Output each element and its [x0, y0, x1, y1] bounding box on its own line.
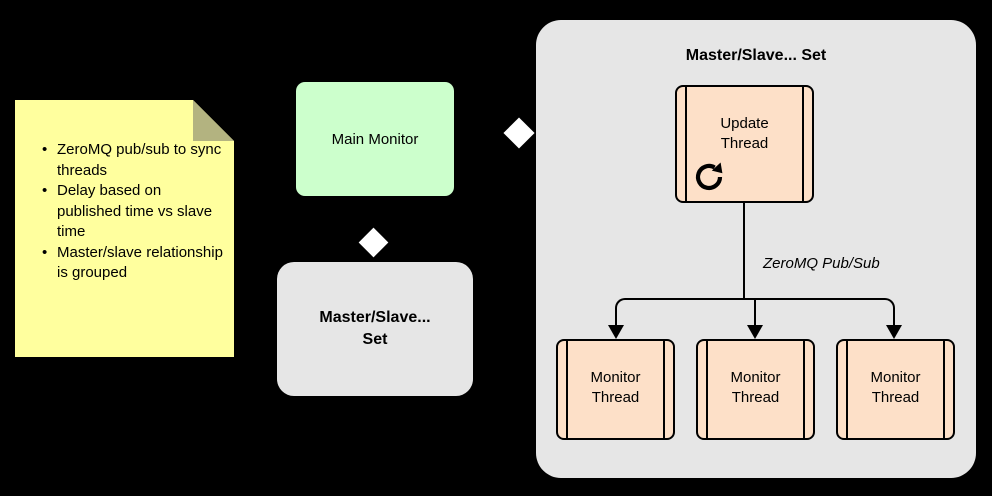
monitor-thread-label: Monitor Thread — [710, 368, 801, 408]
notes-bullet-list: • ZeroMQ pub/sub to sync threads • Delay… — [40, 140, 225, 284]
master-slave-set-node[interactable]: Master/Slave... Set — [277, 262, 473, 396]
list-item-text: Master/slave relationship is grouped — [57, 243, 223, 282]
update-thread-label: Update Thread — [689, 114, 800, 154]
monitor-thread-label-line2: Thread — [871, 389, 920, 406]
arrowhead-icon — [608, 325, 624, 339]
master-slave-set-label-line2: Set — [362, 331, 388, 348]
list-item: • Master/slave relationship is grouped — [40, 243, 225, 284]
list-item-text: Delay based on published time vs slave t… — [57, 182, 213, 240]
connector-corner-right — [883, 298, 895, 310]
monitor-thread-label-line2: Thread — [591, 389, 640, 406]
connector-trunk-vertical — [743, 203, 745, 299]
monitor-thread-label-line2: Thread — [731, 389, 780, 406]
aggregation-diamond-icon — [503, 117, 535, 149]
connector-drop-3 — [893, 308, 895, 330]
list-item: • ZeroMQ pub/sub to sync threads — [40, 140, 225, 181]
monitor-thread-label-line1: Monitor — [590, 369, 641, 386]
monitor-thread-label: Monitor Thread — [570, 368, 661, 408]
notes-sticky-note — [15, 100, 234, 357]
panel-title: Master/Slave... Set — [685, 47, 827, 64]
process-rail-left — [846, 339, 848, 440]
arrowhead-icon — [886, 325, 902, 339]
update-thread-label-line2: Thread — [720, 135, 769, 152]
monitor-thread-node[interactable]: Monitor Thread — [696, 339, 815, 440]
connector-corner-left — [615, 298, 627, 310]
list-item: • Delay based on published time vs slave… — [40, 181, 225, 243]
bullet-glyph: • — [42, 182, 48, 199]
process-rail-right — [943, 339, 945, 440]
master-slave-set-label-line1: Master/Slave... — [319, 309, 431, 326]
process-rail-left — [706, 339, 708, 440]
main-monitor-label: Main Monitor — [331, 130, 419, 148]
process-rail-right — [663, 339, 665, 440]
bullet-glyph: • — [42, 243, 48, 261]
refresh-loop-icon — [695, 162, 723, 191]
process-rail-right — [803, 339, 805, 440]
main-monitor-node[interactable]: Main Monitor — [296, 82, 454, 196]
aggregation-diamond-icon — [358, 227, 389, 258]
monitor-thread-label-line1: Monitor — [730, 369, 781, 386]
monitor-thread-label-line1: Monitor — [870, 369, 921, 386]
monitor-thread-node[interactable]: Monitor Thread — [556, 339, 675, 440]
list-item-text: ZeroMQ pub/sub to sync threads — [57, 141, 222, 179]
connector-bus-left — [626, 298, 744, 300]
connector-label-zeromq: ZeroMQ Pub/Sub — [763, 255, 880, 272]
connector-drop-1 — [615, 308, 617, 330]
monitor-thread-label: Monitor Thread — [850, 368, 941, 408]
arrowhead-icon — [747, 325, 763, 339]
process-rail-right — [802, 85, 804, 203]
sticky-note-fold-corner — [193, 100, 234, 141]
connector-bus-right — [744, 298, 884, 300]
update-thread-node[interactable]: Update Thread — [675, 85, 814, 203]
connector-drop-2 — [754, 300, 756, 330]
bullet-glyph: • — [42, 141, 48, 158]
update-thread-label-line1: Update — [720, 115, 769, 132]
process-rail-left — [685, 85, 687, 203]
monitor-thread-node[interactable]: Monitor Thread — [836, 339, 955, 440]
process-rail-left — [566, 339, 568, 440]
